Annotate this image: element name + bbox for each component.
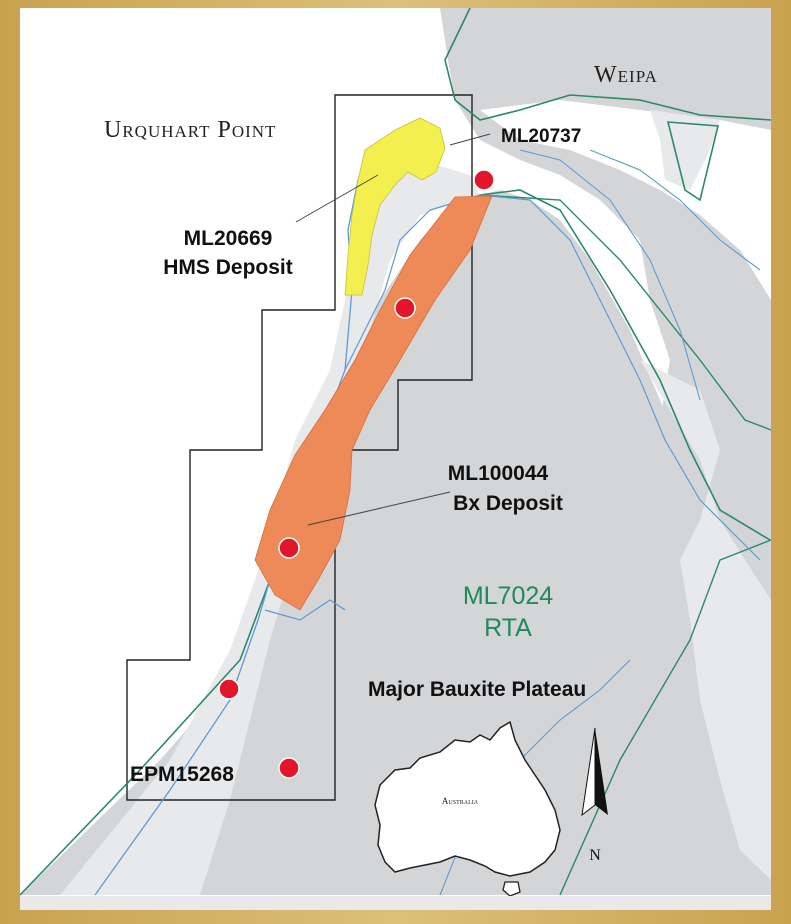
bx-pointer-line [307, 491, 451, 526]
rta-label: RTA [484, 614, 532, 642]
north-arrow: N [581, 727, 608, 864]
bay-channel [589, 149, 761, 271]
epm-boundary [126, 94, 473, 801]
drill-point [278, 757, 300, 779]
hms-deposit-label: HMS Deposit [163, 256, 293, 279]
ml100044-label: ML100044 [448, 462, 549, 485]
ml7024-label: ML7024 [463, 582, 553, 610]
drill-point [218, 678, 240, 700]
creek-inner [344, 194, 481, 371]
drill-point [394, 297, 416, 319]
weipa-label: Weipa [594, 62, 658, 88]
hms-deposit-area [344, 117, 446, 296]
bx-deposit-area [254, 195, 493, 611]
weipa-island [650, 110, 720, 190]
north-label: N [589, 847, 601, 864]
epm15268-label: EPM15268 [130, 763, 234, 786]
australia-label: Australia [442, 796, 479, 806]
river-east [479, 194, 761, 561]
australia-inset: Australia [374, 720, 561, 897]
tasmania-outline [502, 881, 521, 897]
drill-point [278, 537, 300, 559]
north-arrow-outline-icon [581, 727, 596, 817]
creek-weipa-south [519, 149, 701, 401]
north-arrow-icon [595, 728, 608, 815]
drill-point [473, 169, 495, 191]
bottom-strip [20, 896, 771, 910]
weipa-boundary [444, 7, 772, 121]
australia-outline [374, 720, 561, 877]
weipa-lot-boundary [666, 121, 719, 202]
ml7024-boundary-east [479, 194, 772, 431]
ml20737-label: ML20737 [501, 126, 581, 147]
bx-deposit-label: Bx Deposit [453, 492, 563, 515]
plateau-label: Major Bauxite Plateau [368, 678, 586, 701]
eastern-lowland [640, 360, 771, 880]
ml20669-label: ML20669 [184, 227, 273, 250]
ml20737-pointer-line [449, 133, 491, 146]
hms-pointer-line [295, 174, 379, 223]
urquhart-point-label: Urquhart Point [104, 117, 276, 143]
creek-south [264, 599, 346, 621]
